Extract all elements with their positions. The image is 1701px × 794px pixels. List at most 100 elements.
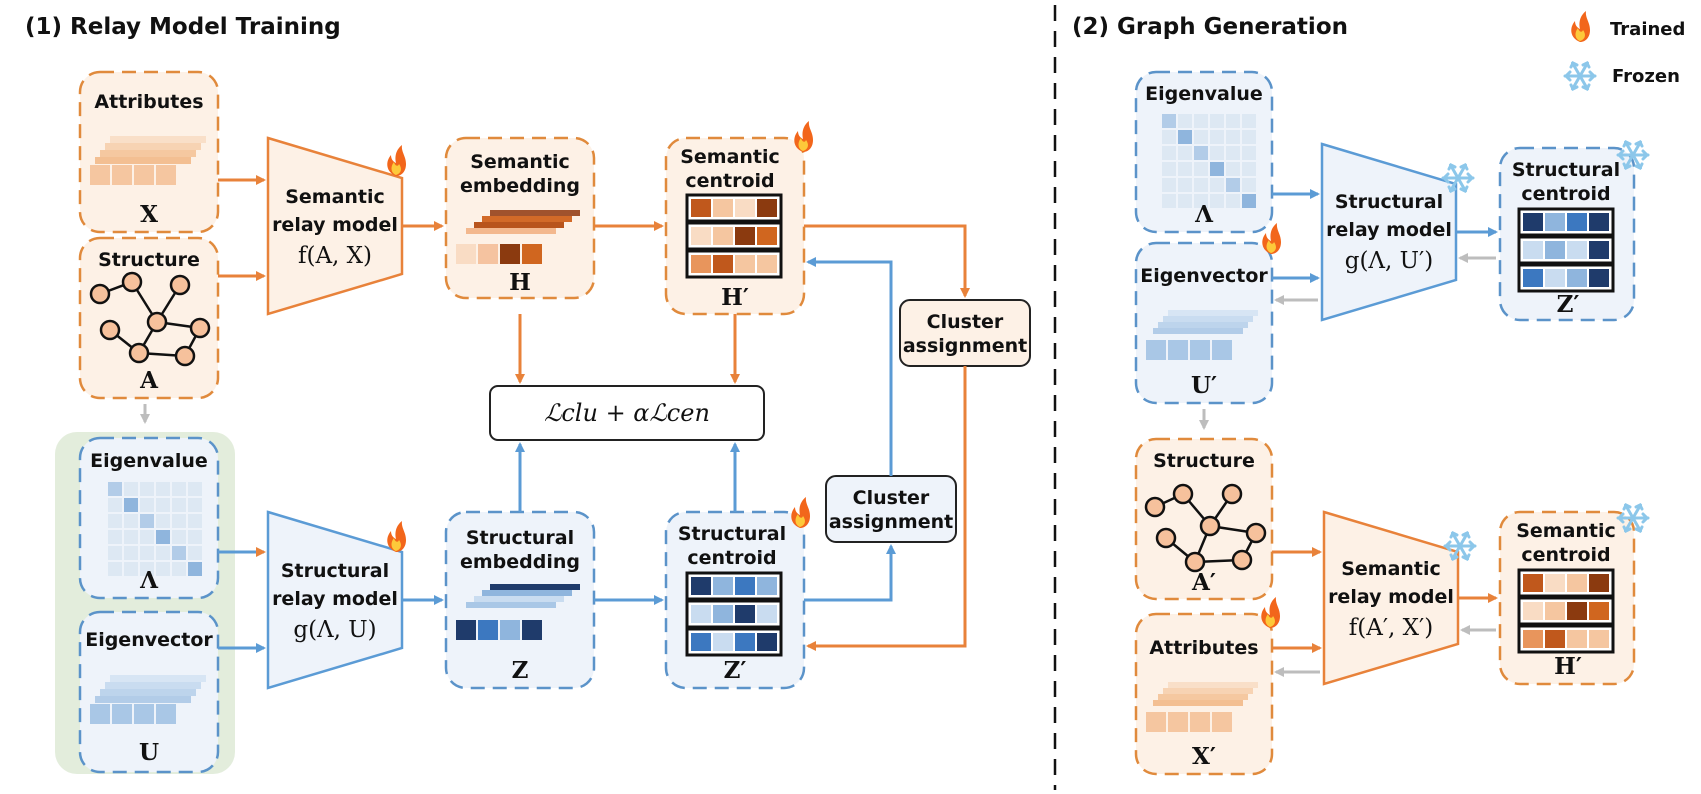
fire-icon — [1261, 597, 1280, 628]
semantic-embedding-box: Semantic embedding H — [444, 136, 596, 300]
gen-eigenvector-matrix — [1146, 310, 1258, 360]
gen-attributes-title: Attributes — [1149, 637, 1258, 659]
gen-eigenvalue-matrix — [1162, 114, 1256, 208]
gen-structural-centroid-matrix — [1517, 207, 1615, 293]
semantic-model-line2: relay model — [272, 214, 398, 236]
eigenvector-box: Eigenvector U — [78, 610, 220, 774]
var-x: X — [140, 201, 158, 228]
structural-relay-model: Structural relay model g(Λ, U) — [266, 510, 406, 690]
section-title-training: (1) Relay Model Training — [25, 14, 341, 40]
eigenvector-matrix — [90, 675, 206, 724]
gen-structural-centroid-line1: Structural — [1512, 159, 1620, 181]
semantic-relay-model: Semantic relay model f(A, X) — [266, 136, 406, 316]
var-h-prime: H′ — [721, 284, 749, 311]
cluster-bottom-line2: assignment — [829, 511, 953, 533]
gen-structural-model-fn: g(Λ, U′) — [1345, 248, 1434, 274]
cluster-assignment-top: Cluster assignment — [899, 299, 1031, 367]
cluster-assignment-bottom: Cluster assignment — [825, 475, 957, 543]
graph-icon — [1144, 483, 1267, 573]
var-u: U — [139, 739, 159, 766]
gen-semantic-relay-model: Semantic relay model f(A′, X′) — [1322, 510, 1477, 686]
gen-structural-centroid-box: Structural centroid Z′ — [1498, 140, 1650, 322]
fire-icon — [387, 521, 406, 552]
gen-var-u-prime: U′ — [1191, 372, 1217, 399]
structural-centroid-line1: Structural — [678, 523, 786, 545]
semantic-centroid-matrix — [685, 193, 783, 279]
attributes-box: Attributes X — [78, 70, 220, 234]
loss-formula: ℒclu + αℒcen — [544, 399, 710, 427]
cluster-bottom-line1: Cluster — [853, 487, 930, 509]
snowflake-icon — [1563, 61, 1597, 91]
attributes-title: Attributes — [94, 91, 203, 113]
gen-eigenvalue-box: Eigenvalue Λ — [1134, 70, 1274, 234]
structural-centroid-box: Structural centroid Z′ — [664, 497, 810, 690]
fire-icon — [791, 497, 810, 528]
semantic-embedding-line1: Semantic — [470, 151, 570, 173]
structural-centroid-line2: centroid — [687, 547, 776, 569]
gen-structure-title: Structure — [1153, 450, 1255, 472]
var-z: Z — [512, 657, 529, 684]
gen-var-z-prime: Z′ — [1557, 291, 1580, 318]
structural-model-line2: relay model — [272, 588, 398, 610]
gen-eigenvector-box: Eigenvector U′ — [1134, 223, 1281, 405]
gen-structural-relay-model: Structural relay model g(Λ, U′) — [1320, 142, 1475, 322]
gen-semantic-centroid-line1: Semantic — [1516, 520, 1616, 542]
attributes-matrix — [90, 136, 206, 185]
cluster-top-line1: Cluster — [927, 311, 1004, 333]
loss-box: ℒclu + αℒcen — [489, 385, 765, 441]
gen-var-lambda: Λ — [1194, 201, 1214, 228]
gen-attributes-box: Attributes X′ — [1134, 597, 1280, 776]
var-z-prime: Z′ — [724, 657, 747, 684]
semantic-centroid-line1: Semantic — [680, 146, 780, 168]
structural-model-fn: g(Λ, U) — [293, 617, 376, 643]
gen-semantic-model-line2: relay model — [1328, 586, 1454, 608]
gen-structure-box: Structure A′ — [1134, 437, 1274, 601]
semantic-model-line1: Semantic — [285, 186, 385, 208]
var-a: A — [139, 367, 159, 394]
gen-semantic-centroid-box: Semantic centroid H′ — [1498, 503, 1650, 686]
gen-structural-model-line2: relay model — [1326, 219, 1452, 241]
section-title-generation: (2) Graph Generation — [1072, 14, 1348, 40]
gen-attributes-matrix — [1146, 682, 1258, 732]
structural-centroid-matrix — [685, 571, 783, 657]
semantic-embedding-line2: embedding — [460, 175, 580, 197]
structural-model-line1: Structural — [281, 560, 389, 582]
gen-semantic-centroid-line2: centroid — [1521, 544, 1610, 566]
gen-eigenvector-title: Eigenvector — [1140, 265, 1268, 287]
eigenvector-title: Eigenvector — [85, 629, 213, 651]
cluster-top-line2: assignment — [903, 335, 1027, 357]
structural-embedding-line2: embedding — [460, 551, 580, 573]
structural-embedding-line1: Structural — [466, 527, 574, 549]
eigenvalue-title: Eigenvalue — [90, 450, 208, 472]
gen-semantic-model-line1: Semantic — [1341, 558, 1441, 580]
structure-title: Structure — [98, 249, 200, 271]
eigenvalue-box: Eigenvalue Λ — [78, 436, 220, 600]
structural-embedding-matrix — [456, 584, 580, 640]
structure-box: Structure A — [78, 236, 220, 400]
gen-structural-model-line1: Structural — [1335, 191, 1443, 213]
training-arrows — [218, 175, 970, 653]
legend-frozen: Frozen — [1612, 66, 1680, 87]
eigenvalue-matrix — [108, 482, 202, 576]
var-h: H — [509, 269, 531, 296]
var-lambda: Λ — [139, 567, 159, 594]
fire-icon — [387, 145, 406, 176]
semantic-model-fn: f(A, X) — [298, 243, 372, 269]
structural-embedding-box: Structural embedding Z — [444, 510, 596, 690]
generation-arrows — [1272, 189, 1498, 677]
graph-icon — [89, 271, 211, 367]
semantic-centroid-box: Semantic centroid H′ — [664, 121, 813, 316]
legend-trained: Trained — [1610, 19, 1685, 40]
gen-var-a-prime: A′ — [1191, 569, 1216, 596]
gen-semantic-centroid-matrix — [1517, 568, 1615, 654]
gen-semantic-model-fn: f(A′, X′) — [1349, 615, 1434, 641]
gen-eigenvalue-title: Eigenvalue — [1145, 83, 1263, 105]
gen-structural-centroid-line2: centroid — [1521, 183, 1610, 205]
fire-icon — [794, 121, 813, 152]
semantic-embedding-matrix — [456, 210, 580, 264]
gen-var-x-prime: X′ — [1192, 743, 1216, 770]
gen-var-h-prime: H′ — [1554, 653, 1582, 680]
fire-icon — [1571, 11, 1590, 42]
semantic-centroid-line2: centroid — [685, 170, 774, 192]
